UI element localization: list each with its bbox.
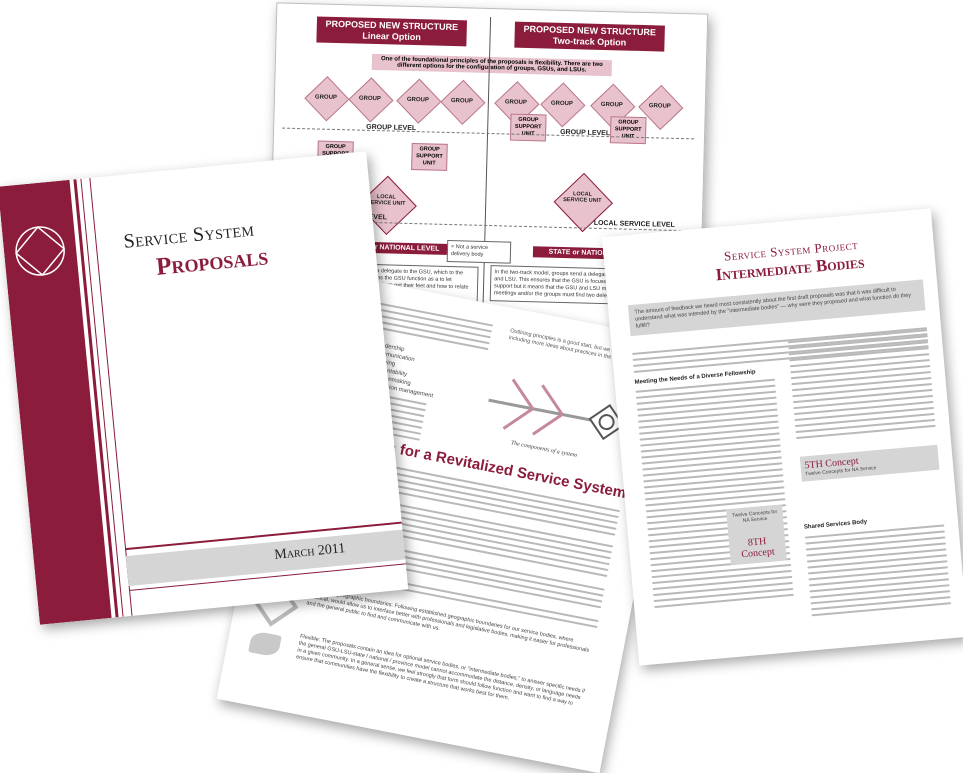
group-label: GROUP xyxy=(550,100,573,108)
group-label: GROUP xyxy=(314,94,338,102)
fishbone-diagram xyxy=(488,378,625,441)
intro-banner: The amount of feedback we heard most con… xyxy=(627,279,926,337)
section-heading: Shared Services Body xyxy=(803,519,868,531)
text-column-right xyxy=(787,329,936,443)
group-label: GROUP xyxy=(600,101,623,109)
principles-page: Leadership Communication Planning Accoun… xyxy=(216,266,684,773)
proposals-cover: Service System Proposals March 2011 xyxy=(0,151,409,625)
group-level-label: GROUP LEVEL xyxy=(366,123,417,133)
page: { "chart_sheet": { "headers": [ {"line1"… xyxy=(0,2,963,707)
concept-5-box: 5TH Concept Twelve Concepts for NA Servi… xyxy=(799,444,940,482)
gsu-box: GROUP SUPPORT UNIT xyxy=(609,116,647,145)
two-track-option-header: PROPOSED NEW STRUCTURE Two-track Option xyxy=(514,21,665,52)
intro-box: One of the foundational principles of th… xyxy=(371,53,613,77)
group-label: GROUP xyxy=(358,95,382,103)
gsu-box: GROUP SUPPORT UNIT xyxy=(411,142,448,171)
gsu-box: GROUP SUPPORT UNIT xyxy=(509,113,547,142)
flexible-icon xyxy=(248,630,282,658)
concept-8-box: Twelve Concepts for NA Service 8TH Conce… xyxy=(726,504,787,566)
group-level-label: GROUP LEVEL xyxy=(560,128,611,138)
concept-8-text: Twelve Concepts for NA Service xyxy=(731,508,778,524)
legend-note: = Not a service delivery body xyxy=(446,239,512,264)
text-column-right xyxy=(804,524,952,620)
concept-8-label: 8TH Concept xyxy=(740,536,776,561)
group-label: GROUP xyxy=(450,98,473,105)
diamond-circle-logo-icon xyxy=(15,225,66,276)
lsu-label: LOCAL SERVICE UNIT xyxy=(563,191,602,204)
group-label: GROUP xyxy=(504,99,527,106)
intermediate-bodies-page: Service System Project Intermediate Bodi… xyxy=(601,208,963,666)
group-label: GROUP xyxy=(648,103,671,110)
linear-option-header: PROPOSED NEW STRUCTURE Linear Option xyxy=(316,16,468,47)
text-column-left xyxy=(635,378,794,612)
group-label: GROUP xyxy=(406,96,429,104)
